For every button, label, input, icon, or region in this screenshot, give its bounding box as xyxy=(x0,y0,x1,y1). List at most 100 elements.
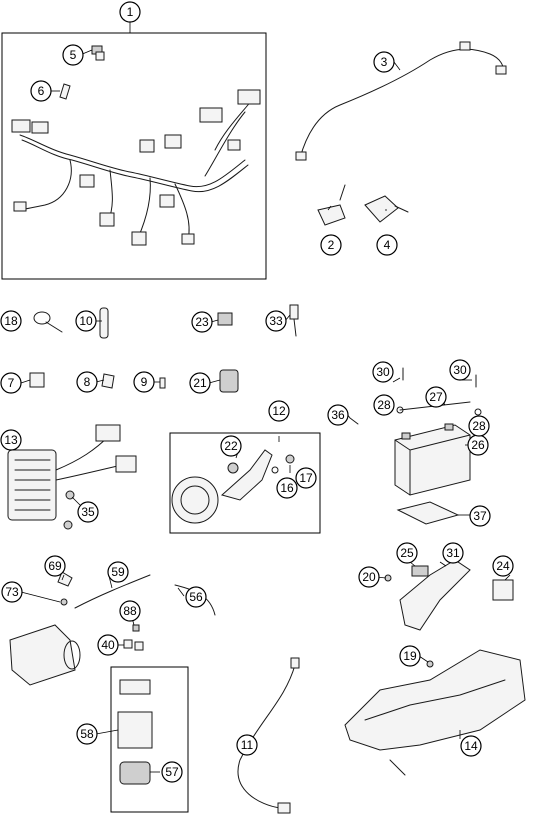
svg-text:5: 5 xyxy=(70,48,77,62)
svg-text:17: 17 xyxy=(299,471,313,485)
callout-5: 5 xyxy=(62,44,84,66)
svg-text:1: 1 xyxy=(127,5,134,19)
callout-36: 36 xyxy=(327,404,349,426)
svg-text:12: 12 xyxy=(272,404,286,418)
svg-text:27: 27 xyxy=(429,390,443,404)
callout-24: 24 xyxy=(492,555,514,577)
cap-part-57 xyxy=(119,761,151,785)
callout-17: 17 xyxy=(295,467,317,489)
svg-text:2: 2 xyxy=(328,238,335,252)
nut-part-17 xyxy=(285,454,295,464)
bracket-part-4 xyxy=(364,195,409,223)
horn-part-12 xyxy=(171,449,273,524)
svg-text:25: 25 xyxy=(400,546,414,560)
svg-text:14: 14 xyxy=(464,739,478,753)
callout-25: 25 xyxy=(396,542,418,564)
svg-text:22: 22 xyxy=(224,439,238,453)
connector-part-23 xyxy=(217,312,233,326)
callout-33: 33 xyxy=(265,310,287,332)
svg-text:4: 4 xyxy=(384,238,391,252)
svg-text:7: 7 xyxy=(8,376,15,390)
covers-part-40 xyxy=(123,639,144,651)
clip-part-8 xyxy=(101,373,115,389)
pad-part-37 xyxy=(396,501,460,525)
callout-8: 8 xyxy=(76,371,98,393)
callout-14: 14 xyxy=(460,735,482,757)
screws-part-35 xyxy=(63,490,75,530)
harness-group-box xyxy=(1,32,267,280)
svg-text:30: 30 xyxy=(376,365,390,379)
callout-22: 22 xyxy=(220,435,242,457)
svg-text:23: 23 xyxy=(195,315,209,329)
svg-text:3: 3 xyxy=(381,55,388,69)
svg-text:16: 16 xyxy=(280,481,294,495)
svg-text:36: 36 xyxy=(331,408,345,422)
cap-part-69 xyxy=(57,571,73,587)
frame-part-14 xyxy=(344,649,526,776)
bracket-part-2 xyxy=(317,184,346,226)
callout-58: 58 xyxy=(76,723,98,745)
callout-30-left: 30 xyxy=(372,361,394,383)
nut-part-22 xyxy=(227,462,239,474)
callout-3: 3 xyxy=(373,51,395,73)
relay-part-58 xyxy=(117,679,153,749)
callout-13: 13 xyxy=(0,429,22,451)
callout-56: 56 xyxy=(185,586,207,608)
clip-part-73 xyxy=(60,598,68,606)
screw-part-19 xyxy=(426,660,434,668)
svg-text:69: 69 xyxy=(48,559,62,573)
svg-text:8: 8 xyxy=(84,375,91,389)
svg-text:20: 20 xyxy=(362,570,376,584)
callout-30-right: 30 xyxy=(449,359,471,381)
washers-part-28 xyxy=(396,406,482,416)
svg-text:35: 35 xyxy=(81,505,95,519)
terminal-part-9 xyxy=(159,377,166,389)
callout-2: 2 xyxy=(320,234,342,256)
svg-text:57: 57 xyxy=(165,765,179,779)
svg-text:19: 19 xyxy=(403,649,417,663)
bolts-part-30 xyxy=(402,367,477,388)
svg-text:13: 13 xyxy=(4,433,18,447)
clip-part-88 xyxy=(132,624,140,632)
callout-9: 9 xyxy=(133,371,155,393)
callout-21: 21 xyxy=(189,372,211,394)
callout-31: 31 xyxy=(442,542,464,564)
holder-part-31 xyxy=(399,559,471,631)
callout-35: 35 xyxy=(77,501,99,523)
cable-tie-part-18 xyxy=(33,311,63,333)
callout-11: 11 xyxy=(236,734,258,756)
callout-73: 73 xyxy=(1,581,23,603)
cap-part-21 xyxy=(219,369,239,393)
terminal-part-6 xyxy=(59,83,71,100)
svg-text:56: 56 xyxy=(189,590,203,604)
horn-group-box xyxy=(169,432,321,534)
svg-text:6: 6 xyxy=(38,84,45,98)
svg-text:26: 26 xyxy=(471,438,485,452)
callout-27: 27 xyxy=(425,386,447,408)
callout-19: 19 xyxy=(399,645,421,667)
relay-group-box xyxy=(110,666,189,813)
svg-text:73: 73 xyxy=(5,585,19,599)
callout-10: 10 xyxy=(75,310,97,332)
relay-part-7 xyxy=(29,372,45,388)
callout-18: 18 xyxy=(0,310,22,332)
svg-text:10: 10 xyxy=(79,314,93,328)
callout-6: 6 xyxy=(30,80,52,102)
callout-12: 12 xyxy=(268,400,290,422)
svg-text:58: 58 xyxy=(80,727,94,741)
callout-28-right: 28 xyxy=(468,415,490,437)
washer-part-16 xyxy=(271,466,279,474)
callout-57: 57 xyxy=(161,761,183,783)
callout-23: 23 xyxy=(191,311,213,333)
cable-part-11 xyxy=(237,657,300,814)
callout-20: 20 xyxy=(358,566,380,588)
battery-part-26 xyxy=(394,423,471,496)
screw-part-36 xyxy=(349,417,359,425)
svg-text:31: 31 xyxy=(446,546,460,560)
svg-text:37: 37 xyxy=(473,509,487,523)
main-wiring-harness xyxy=(11,89,261,246)
svg-text:59: 59 xyxy=(111,565,125,579)
callout-4: 4 xyxy=(376,234,398,256)
svg-text:30: 30 xyxy=(453,363,467,377)
